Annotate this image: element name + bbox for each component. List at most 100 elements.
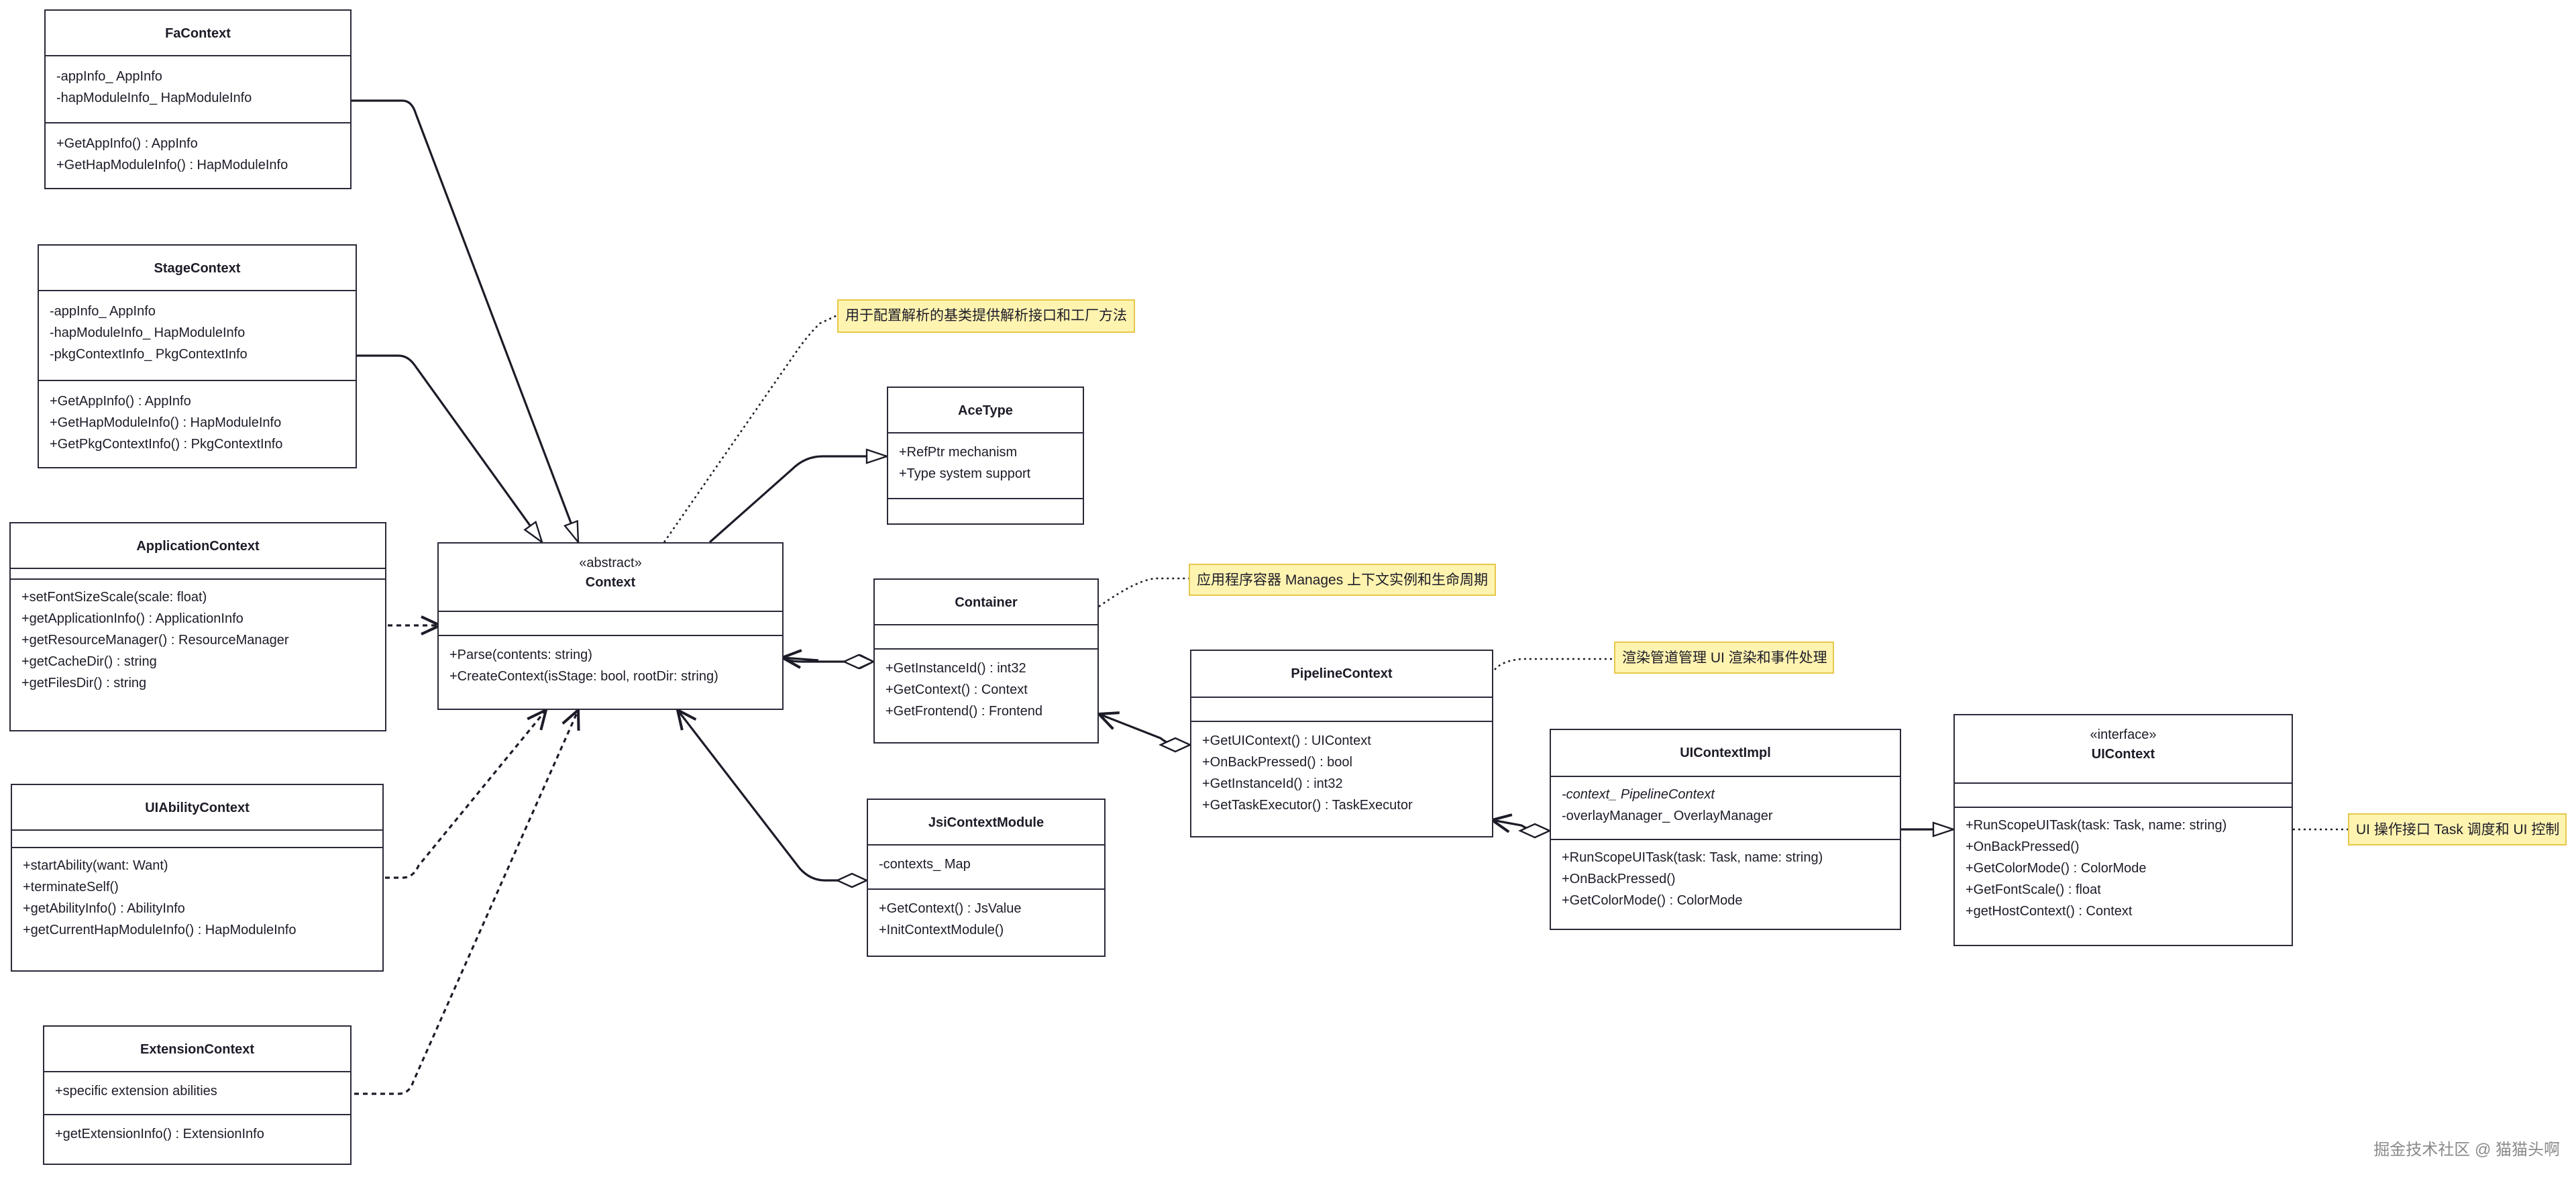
extensioncontext-class[interactable]: ExtensionContext +specific extension abi… [43,1025,352,1165]
applicationcontext-class[interactable]: ApplicationContext +setFontSizeScale(sca… [9,522,386,731]
method-row: +GetFontScale() : float [1966,882,2101,897]
uicontext-methods: +RunScopeUITask(task: Task, name: string… [1955,808,2292,926]
method-row: +OnBackPressed() [1562,872,1676,886]
method-row: +startAbility(want: Want) [23,858,168,873]
method-row: +GetHapModuleInfo() : HapModuleInfo [56,158,288,172]
stagecontext-methods: +GetAppInfo() : AppInfo +GetHapModuleInf… [39,381,356,459]
edge-facontext-context [352,99,580,545]
uicontext-name: UIContext [2091,747,2155,762]
uicontextimpl-class[interactable]: UIContextImpl -context_ PipelineContext … [1550,729,1901,930]
note-uicontext: UI 操作接口 Task 调度和 UI 控制 [2348,813,2567,846]
container-attributes [875,625,1097,650]
method-row: +getExtensionInfo() : ExtensionInfo [55,1127,264,1141]
method-row: +GetContext() : JsValue [879,901,1022,916]
uiabilitycontext-attributes [12,831,382,848]
edge-stagecontext-context [357,354,544,545]
uiabilitycontext-methods: +startAbility(want: Want) +terminateSelf… [12,848,382,945]
note-link-container [1098,577,1189,608]
acetype-class[interactable]: AceType +RefPtr mechanism +Type system s… [887,387,1084,525]
note-link-pipeline [1494,658,1614,670]
facontext-class[interactable]: FaContext -appInfo_ AppInfo -hapModuleIn… [44,9,352,189]
attribute-row: +specific extension abilities [55,1084,217,1098]
method-row: +OnBackPressed() [1966,839,2080,854]
method-row: +getFilesDir() : string [21,676,147,690]
jsicontextmodule-class[interactable]: JsiContextModule -contexts_ Map +GetCont… [867,799,1106,957]
method-row: +GetUIContext() : UIContext [1202,733,1371,748]
edge-context-acetype [708,448,890,544]
method-row: +OnBackPressed() : bool [1202,755,1352,770]
pipelinecontext-name: PipelineContext [1191,651,1492,698]
method-row: +GetAppInfo() : AppInfo [56,136,198,151]
method-row: +getCurrentHapModuleInfo() : HapModuleIn… [23,923,297,937]
method-row: +getResourceManager() : ResourceManager [21,633,289,648]
acetype-attributes: +RefPtr mechanism +Type system support [888,433,1083,499]
method-row: +GetHapModuleInfo() : HapModuleInfo [50,415,282,430]
extensioncontext-name: ExtensionContext [44,1027,350,1072]
jsicontextmodule-name: JsiContextModule [868,800,1104,846]
edge-extension-context [354,709,580,1095]
note-container: 应用程序容器 Manages 上下文实例和生命周期 [1189,564,1496,596]
extensioncontext-attributes: +specific extension abilities [44,1072,350,1115]
context-class[interactable]: «abstract» Context +Parse(contents: stri… [437,542,784,710]
container-class[interactable]: Container +GetInstanceId() : int32 +GetC… [873,578,1099,744]
method-row: +RunScopeUITask(task: Task, name: string… [1562,850,1823,865]
edge-uiability-context [385,709,547,879]
context-methods: +Parse(contents: string) +CreateContext(… [439,636,782,691]
pipelinecontext-attributes [1191,698,1492,722]
method-row: +GetPkgContextInfo() : PkgContextInfo [50,437,283,452]
attribute-row: -contexts_ Map [879,857,971,872]
method-row: +GetInstanceId() : int32 [885,661,1026,676]
container-name: Container [875,580,1097,625]
uicontextimpl-name: UIContextImpl [1551,730,1900,777]
method-row: +GetColorMode() : ColorMode [1966,861,2147,876]
uicontextimpl-methods: +RunScopeUITask(task: Task, name: string… [1551,840,1900,915]
method-row: +InitContextModule() [879,923,1004,937]
method-row: +GetAppInfo() : AppInfo [50,394,191,409]
stagecontext-name: StageContext [39,246,356,291]
method-row: +Parse(contents: string) [449,648,592,662]
method-row: +getCacheDir() : string [21,654,157,669]
diamond-pipeline [1159,737,1192,753]
uiabilitycontext-class[interactable]: UIAbilityContext +startAbility(want: Wan… [11,784,384,972]
edge-container-context-head [781,649,819,669]
method-row: +getAbilityInfo() : AbilityInfo [23,901,185,916]
method-row: +RunScopeUITask(task: Task, name: string… [1966,818,2227,833]
jsicontextmodule-methods: +GetContext() : JsValue +InitContextModu… [868,890,1104,945]
stagecontext-class[interactable]: StageContext -appInfo_ AppInfo -hapModul… [38,244,357,468]
diamond-jsi [835,872,869,888]
diamond-container [842,654,875,670]
pipelinecontext-class[interactable]: PipelineContext +GetUIContext() : UICont… [1190,650,1493,837]
applicationcontext-attributes [11,569,385,580]
jsicontextmodule-attributes: -contexts_ Map [868,846,1104,890]
attribute-row: +RefPtr mechanism [899,445,1018,460]
stagecontext-attributes: -appInfo_ AppInfo -hapModuleInfo_ HapMod… [39,291,356,381]
method-row: +GetTaskExecutor() : TaskExecutor [1202,798,1413,813]
watermark: 掘金技术社区 @ 猫猫头啊 [2373,1141,2560,1159]
applicationcontext-name: ApplicationContext [11,523,385,569]
attribute-row: -overlayManager_ OverlayManager [1562,809,1773,823]
uicontext-class[interactable]: «interface» UIContext +RunScopeUITask(ta… [1953,714,2293,946]
container-methods: +GetInstanceId() : int32 +GetContext() :… [875,650,1097,726]
note-link-context [663,314,838,543]
method-row: +getApplicationInfo() : ApplicationInfo [21,611,244,626]
context-name: Context [585,575,636,590]
uiabilitycontext-name: UIAbilityContext [12,785,382,831]
method-row: +getHostContext() : Context [1966,904,2133,919]
facontext-name: FaContext [46,11,350,56]
context-stereotype: «abstract» [579,556,642,570]
method-row: +GetContext() : Context [885,682,1028,697]
facontext-attributes: -appInfo_ AppInfo -hapModuleInfo_ HapMod… [46,56,350,123]
method-row: +GetFrontend() : Frontend [885,704,1043,719]
attribute-row: -appInfo_ AppInfo [56,69,162,84]
method-row: +GetInstanceId() : int32 [1202,776,1343,791]
facontext-methods: +GetAppInfo() : AppInfo +GetHapModuleInf… [46,123,350,180]
diamond-uiimpl [1518,823,1552,839]
extensioncontext-methods: +getExtensionInfo() : ExtensionInfo [44,1115,350,1149]
uicontextimpl-attributes: -context_ PipelineContext -overlayManage… [1551,777,1900,840]
uicontext-attributes [1955,784,2292,808]
context-attributes [439,612,782,636]
attribute-row: +Type system support [899,466,1031,481]
method-row: +terminateSelf() [23,880,119,894]
attribute-row: -hapModuleInfo_ HapModuleInfo [56,91,252,105]
note-pipeline: 渲染管道管理 UI 渲染和事件处理 [1614,642,1834,674]
